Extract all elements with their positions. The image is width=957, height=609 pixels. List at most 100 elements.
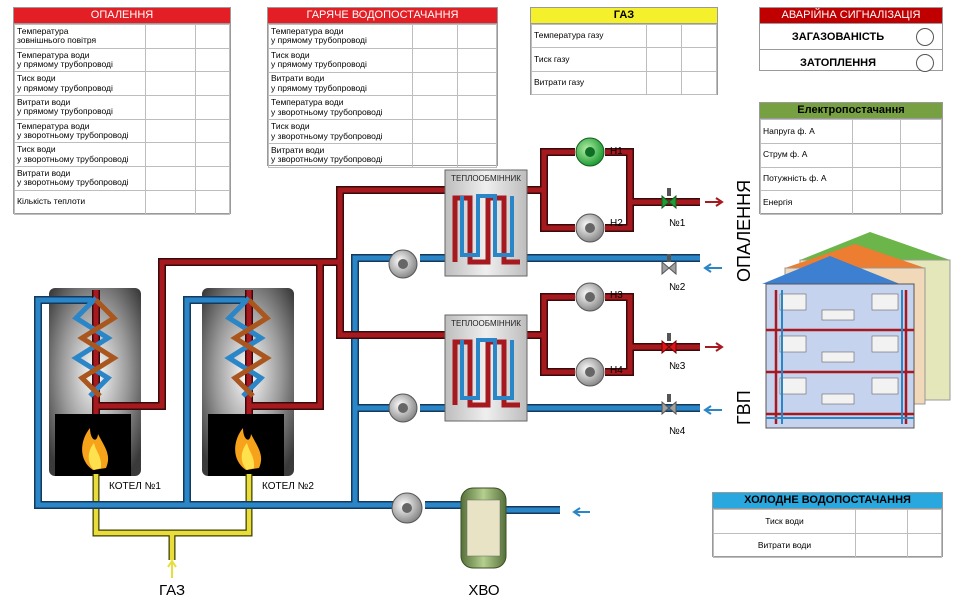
- gas-value-cell: [646, 23, 682, 49]
- heating-value-cell: [145, 166, 196, 191]
- power-value-cell: [852, 190, 901, 216]
- hvo-label: ХВО: [468, 582, 499, 599]
- power-value-cell: [900, 142, 942, 168]
- hot-water-value-cell: [412, 71, 458, 97]
- flow-arrows: [572, 197, 724, 517]
- valve-3-label: №3: [669, 361, 686, 372]
- heating-row: Кількість теплоти: [14, 189, 230, 215]
- cold-water-param-label: Витрати води: [713, 533, 856, 558]
- hot-water-value-cell: [412, 95, 458, 121]
- hot-water-value-cell: [457, 119, 497, 144]
- power-row: Напруга ф. А: [760, 119, 942, 144]
- heating-panel-title: ОПАЛЕННЯ: [14, 8, 230, 24]
- pump-h2: [575, 213, 605, 243]
- heating-row: Температура зовнішнього повітря: [14, 24, 230, 49]
- hot-water-value-cell: [457, 47, 497, 73]
- power-value-cell: [852, 166, 901, 192]
- gas-row: Тиск газу: [531, 47, 717, 72]
- heating-param-label: Витрати води у зворотньому трубопроводі: [14, 166, 146, 191]
- heating-value-cell: [145, 95, 196, 120]
- heating-param-label: Витрати води у прямому трубопроводі: [14, 95, 146, 120]
- hot-water-value-cell: [412, 24, 458, 49]
- heating-value-cell: [195, 47, 230, 73]
- gas-value-cell: [646, 47, 682, 72]
- alarm-panel: АВАРІЙНА СИГНАЛІЗАЦІЯ ЗАГАЗОВАНІСТЬ ЗАТО…: [759, 7, 943, 72]
- heating-output-label: ОПАЛЕННЯ: [734, 180, 754, 282]
- heating-row: Витрати води у зворотньому трубопроводі: [14, 166, 230, 191]
- heating-value-cell: [145, 47, 196, 73]
- heating-row: Витрати води у прямому трубопроводі: [14, 95, 230, 120]
- alarm-gas-indicator-icon: [916, 27, 934, 46]
- pump-h4: [575, 357, 605, 387]
- power-param-label: Напруга ф. А: [760, 119, 853, 144]
- pump-h1: [575, 137, 605, 167]
- gas-row: Температура газу: [531, 23, 717, 49]
- heat-exchanger-2-label: ТЕПЛООБМІННИК: [451, 319, 521, 328]
- hot-water-value-cell: [457, 142, 497, 168]
- alarm-row-flood: ЗАТОПЛЕННЯ: [760, 50, 942, 75]
- gas-value-cell: [681, 23, 717, 49]
- power-panel-title: Електропостачання: [760, 103, 942, 119]
- alarm-panel-title: АВАРІЙНА СИГНАЛІЗАЦІЯ: [760, 8, 942, 24]
- pump-h3: [575, 282, 605, 312]
- heating-row: Тиск води у прямому трубопроводі: [14, 71, 230, 97]
- hot-water-row: Витрати води у прямому трубопроводі: [268, 71, 497, 97]
- heating-param-label: Тиск води у зворотньому трубопроводі: [14, 142, 146, 168]
- pump-h1-label: Н1: [610, 146, 623, 157]
- heating-value-cell: [195, 95, 230, 120]
- apartment-building: [762, 232, 951, 429]
- hot-water-value-cell: [457, 95, 497, 121]
- hot-water-param-label: Витрати води у зворотньому трубопроводі: [268, 142, 413, 168]
- cold-water-param-label: Тиск води: [713, 509, 856, 534]
- heating-value-cell: [195, 71, 230, 97]
- valve-2: [661, 254, 677, 276]
- heating-param-label: Температура води у зворотньому трубопров…: [14, 118, 146, 144]
- valve-4: [661, 394, 677, 416]
- power-value-cell: [900, 190, 942, 216]
- gas-value-cell: [681, 70, 717, 95]
- heating-param-label: Температура води у прямому трубопроводі: [14, 47, 146, 73]
- pump-h4-label: Н4: [610, 365, 623, 376]
- power-value-cell: [852, 119, 901, 144]
- alarm-label-gas: ЗАГАЗОВАНІСТЬ: [791, 30, 885, 43]
- hot-water-param-label: Тиск води у зворотньому трубопроводі: [268, 119, 413, 144]
- power-value-cell: [900, 119, 942, 144]
- power-row: Енергія: [760, 190, 942, 216]
- valve-4-label: №4: [669, 426, 686, 437]
- gas-param-label: Витрати газу: [531, 70, 647, 95]
- heating-value-cell: [145, 189, 196, 215]
- hot-water-row: Температура води у прямому трубопроводі: [268, 24, 497, 49]
- hot-water-param-label: Тиск води у прямому трубопроводі: [268, 47, 413, 73]
- heating-value-cell: [195, 142, 230, 168]
- heat-exchanger-1: [444, 169, 528, 277]
- heating-value-cell: [195, 118, 230, 144]
- water-treatment-tank: [460, 487, 507, 569]
- power-param-label: Потужність ф. А: [760, 166, 853, 192]
- hot-water-param-label: Температура води у зворотньому трубопров…: [268, 95, 413, 121]
- hot-water-param-label: Температура води у прямому трубопроводі: [268, 24, 413, 49]
- heat-exchanger-1-label: ТЕПЛООБМІННИК: [451, 174, 521, 183]
- alarm-row-gas: ЗАГАЗОВАНІСТЬ: [760, 24, 942, 50]
- pump-cold-water: [391, 492, 423, 524]
- heating-panel: ОПАЛЕННЯ Температура зовнішнього повітря…: [13, 7, 231, 215]
- pump-h3-label: Н3: [610, 290, 623, 301]
- gas-row: Витрати газу: [531, 70, 717, 95]
- valve-2-label: №2: [669, 282, 686, 293]
- heating-value-cell: [195, 24, 230, 49]
- gas-label: ГАЗ: [159, 582, 185, 599]
- hot-water-panel: ГАРЯЧЕ ВОДОПОСТАЧАННЯ Температура води у…: [267, 7, 498, 168]
- heating-row: Температура води у зворотньому трубопров…: [14, 118, 230, 144]
- pump-return-1: [388, 249, 418, 279]
- power-param-label: Енергія: [760, 190, 853, 216]
- cold-water-value-cell: [855, 533, 908, 558]
- heating-param-label: Температура зовнішнього повітря: [14, 24, 146, 49]
- boiler-coils: [71, 296, 272, 398]
- hot-water-param-label: Витрати води у прямому трубопроводі: [268, 71, 413, 97]
- cold-water-value-cell: [907, 509, 942, 534]
- heating-param-label: Тиск води у прямому трубопроводі: [14, 71, 146, 97]
